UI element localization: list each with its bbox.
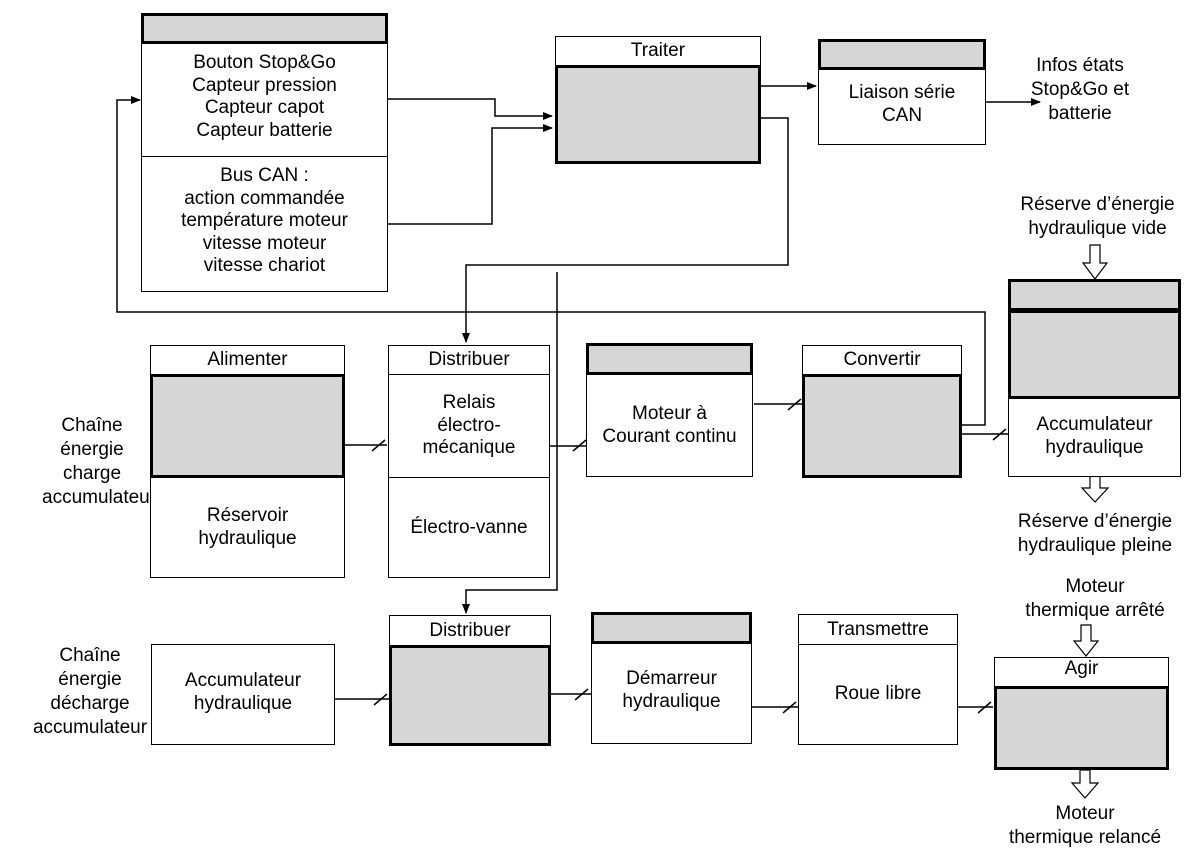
distribuer-charge-top-box [388, 374, 550, 478]
energy-in-decharge-label: Moteur thermique arrêté [1025, 576, 1165, 621]
distribuer-charge-bottom-box [388, 477, 550, 578]
moteur-body-box [586, 374, 753, 477]
transmettre-header: Transmettre [798, 614, 958, 645]
energy-arrow-in-decharge [1072, 624, 1100, 657]
accumulateur-charge-box [1008, 398, 1181, 477]
energy-in-charge-label: Réserve d’énergie hydraulique vide [1020, 194, 1175, 239]
link-feedback-acquire [116, 96, 986, 426]
alimenter-body [150, 374, 345, 478]
stocker-body [1008, 310, 1181, 399]
demarreur-body-box [591, 643, 752, 744]
infos-label: Infos états Stop&Go et batterie [1030, 55, 1130, 124]
transmettre-body-text: Roue libre [834, 683, 922, 704]
energy-out-charge-label: Réserve d’énergie hydraulique pleine [1017, 511, 1173, 556]
traiter-body [555, 65, 761, 164]
distribuer-charge-top-text: Relais électro- mécanique [422, 392, 516, 458]
convertir-header: Convertir [802, 345, 962, 375]
transmettre-body-box [798, 644, 958, 745]
acquire-sensors-text: Bouton Stop&Go Capteur pression Capteur … [192, 52, 337, 141]
communicate-header [818, 39, 986, 70]
demarreur-body-text: Démarreur hydraulique [622, 668, 721, 712]
distribuer-decharge-header: Distribuer [389, 615, 551, 646]
energy-arrow-out-charge [1080, 475, 1110, 503]
link-traiter-distribuer1 [462, 117, 789, 343]
acquire-bus-text: Bus CAN : action commandée température m… [181, 165, 348, 276]
distribuer-decharge-body [389, 645, 551, 746]
accumulateur-charge-text: Accumulateur hydraulique [1036, 414, 1153, 458]
communicate-body-box [818, 69, 986, 145]
agir-header: Agir [994, 657, 1169, 687]
link-traiter-distribuer2 [462, 272, 558, 614]
stocker-header [1008, 279, 1181, 311]
alimenter-component-text: Réservoir hydraulique [198, 505, 297, 549]
moteur-header [586, 343, 753, 375]
accumulateur-decharge-box [151, 644, 335, 745]
chain-charge-label: Chaîne énergie charge accumulateur [42, 415, 157, 508]
agir-body [994, 686, 1169, 770]
demarreur-header [591, 612, 752, 644]
chain-decharge-label: Chaîne énergie décharge accumulateur [32, 645, 148, 738]
energy-arrow-in-charge [1081, 244, 1109, 280]
alimenter-component-box [150, 477, 345, 578]
acquire-bus-box [141, 156, 388, 292]
traiter-header: Traiter [555, 36, 761, 66]
acquire-sensors-box [141, 43, 388, 157]
distribuer-charge-bottom-text: Électro-vanne [410, 517, 528, 538]
accumulateur-decharge-text: Accumulateur hydraulique [184, 670, 302, 714]
communicate-body-text: Liaison série CAN [848, 82, 956, 126]
energy-arrow-out-decharge [1070, 769, 1100, 799]
acquire-header [141, 13, 388, 44]
link-bus-traiter [387, 124, 553, 225]
energy-out-decharge-label: Moteur thermique relancé [1008, 803, 1162, 848]
alimenter-header: Alimenter [150, 345, 345, 375]
link-sensors-traiter [387, 98, 553, 120]
moteur-body-text: Moteur à Courant continu [602, 403, 737, 447]
distribuer-charge-header: Distribuer [388, 345, 550, 375]
convertir-body [802, 374, 962, 478]
